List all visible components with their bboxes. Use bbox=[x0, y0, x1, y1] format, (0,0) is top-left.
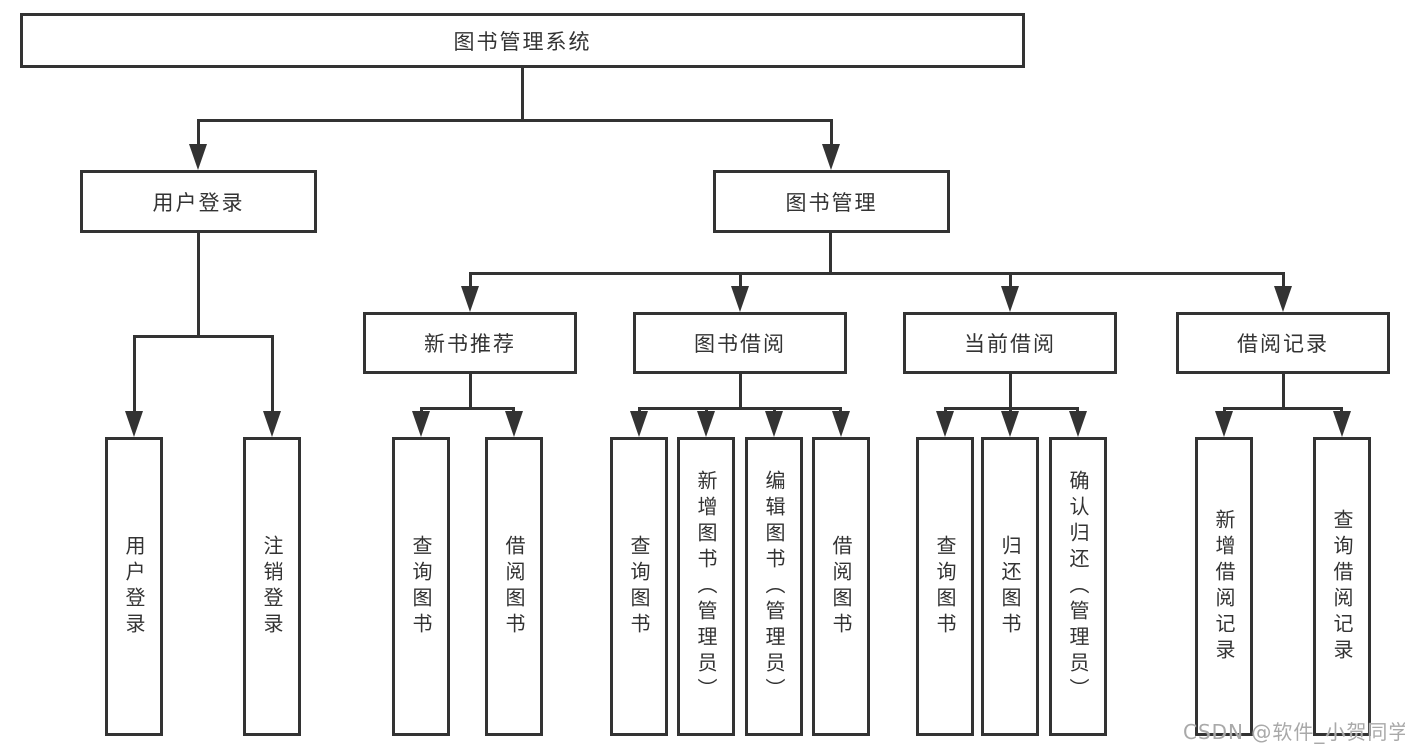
arrowhead-down bbox=[1069, 411, 1087, 437]
leaf-edit-books-admin: 编辑图书（管理员） bbox=[745, 437, 803, 736]
arrowhead-down bbox=[731, 286, 749, 312]
connector-line bbox=[133, 335, 136, 413]
connector-line bbox=[1282, 272, 1285, 288]
arrowhead-down bbox=[630, 411, 648, 437]
connector-line bbox=[197, 233, 200, 335]
arrowhead-down bbox=[1274, 286, 1292, 312]
connector-line bbox=[1282, 374, 1285, 410]
leaf-logout: 注销登录 bbox=[243, 437, 301, 736]
connector-line bbox=[705, 407, 708, 414]
node-new-book-recommend: 新书推荐 bbox=[363, 312, 577, 374]
arrowhead-down bbox=[1215, 411, 1233, 437]
connector-line bbox=[521, 68, 524, 119]
leaf-borrow-books-1: 借阅图书 bbox=[485, 437, 543, 736]
connector-line bbox=[944, 407, 947, 414]
arrowhead-down bbox=[1001, 286, 1019, 312]
connector-line bbox=[1223, 407, 1226, 414]
connector-line bbox=[1340, 407, 1343, 414]
connector-line bbox=[739, 272, 742, 288]
connector-line bbox=[469, 374, 472, 410]
arrowhead-down bbox=[822, 144, 840, 170]
leaf-confirm-return-admin: 确认归还（管理员） bbox=[1049, 437, 1107, 736]
node-current-borrowing-label: 当前借阅 bbox=[964, 332, 1056, 356]
csdn-watermark: CSDN @软件_小贺同学 bbox=[1183, 720, 1405, 744]
leaf-return-books-label: 归还图书 bbox=[998, 534, 1022, 639]
connector-line bbox=[197, 119, 200, 147]
connector-line bbox=[133, 335, 274, 338]
leaf-borrow-books-1-label: 借阅图书 bbox=[502, 534, 526, 639]
leaf-add-books-admin-label: 新增图书（管理员） bbox=[694, 469, 718, 704]
arrowhead-down bbox=[1333, 411, 1351, 437]
node-borrowing-records-label: 借阅记录 bbox=[1237, 332, 1329, 356]
leaf-logout-label: 注销登录 bbox=[260, 534, 284, 639]
connector-line bbox=[1009, 272, 1012, 288]
leaf-add-books-admin: 新增图书（管理员） bbox=[677, 437, 735, 736]
leaf-query-books-2: 查询图书 bbox=[610, 437, 668, 736]
arrowhead-down bbox=[412, 411, 430, 437]
leaf-user-login-label: 用户登录 bbox=[122, 534, 146, 639]
connector-line bbox=[830, 119, 833, 147]
leaf-query-books-3-label: 查询图书 bbox=[933, 534, 957, 639]
connector-line bbox=[420, 407, 515, 410]
leaf-query-books-2-label: 查询图书 bbox=[627, 534, 651, 639]
node-root: 图书管理系统 bbox=[20, 13, 1025, 68]
connector-line bbox=[1223, 407, 1343, 410]
connector-line bbox=[420, 407, 423, 414]
arrowhead-down bbox=[505, 411, 523, 437]
arrowhead-down bbox=[461, 286, 479, 312]
node-borrowing-records: 借阅记录 bbox=[1176, 312, 1390, 374]
leaf-confirm-return-admin-label: 确认归还（管理员） bbox=[1066, 469, 1090, 704]
connector-line bbox=[1076, 407, 1079, 414]
connector-line bbox=[739, 374, 742, 410]
leaf-borrow-books-2: 借阅图书 bbox=[812, 437, 870, 736]
connector-line bbox=[1009, 407, 1012, 414]
connector-line bbox=[469, 272, 1285, 275]
leaf-query-books-1-label: 查询图书 bbox=[409, 534, 433, 639]
arrowhead-down bbox=[263, 411, 281, 437]
leaf-user-login: 用户登录 bbox=[105, 437, 163, 736]
node-book-borrowing: 图书借阅 bbox=[633, 312, 847, 374]
node-book-borrowing-label: 图书借阅 bbox=[694, 332, 786, 356]
node-user-login: 用户登录 bbox=[80, 170, 317, 233]
node-book-management: 图书管理 bbox=[713, 170, 950, 233]
node-current-borrowing: 当前借阅 bbox=[903, 312, 1117, 374]
connector-line bbox=[512, 407, 515, 414]
leaf-query-books-1: 查询图书 bbox=[392, 437, 450, 736]
connector-line bbox=[773, 407, 776, 414]
node-root-label: 图书管理系统 bbox=[453, 29, 592, 54]
arrowhead-down bbox=[765, 411, 783, 437]
leaf-query-borrow-record: 查询借阅记录 bbox=[1313, 437, 1371, 736]
connector-line bbox=[271, 335, 274, 413]
leaf-add-borrow-record-label: 新增借阅记录 bbox=[1212, 508, 1236, 665]
leaf-edit-books-admin-label: 编辑图书（管理员） bbox=[762, 469, 786, 704]
connector-line bbox=[469, 272, 472, 288]
arrowhead-down bbox=[936, 411, 954, 437]
node-user-login-label: 用户登录 bbox=[152, 190, 245, 215]
arrowhead-down bbox=[189, 144, 207, 170]
node-new-book-recommend-label: 新书推荐 bbox=[424, 332, 516, 356]
arrowhead-down bbox=[1001, 411, 1019, 437]
leaf-return-books: 归还图书 bbox=[981, 437, 1039, 736]
leaf-borrow-books-2-label: 借阅图书 bbox=[829, 534, 853, 639]
connector-line bbox=[1009, 374, 1012, 410]
connector-line bbox=[638, 407, 842, 410]
leaf-query-borrow-record-label: 查询借阅记录 bbox=[1330, 508, 1354, 665]
leaf-add-borrow-record: 新增借阅记录 bbox=[1195, 437, 1253, 736]
leaf-query-books-3: 查询图书 bbox=[916, 437, 974, 736]
connector-line bbox=[197, 119, 833, 122]
connector-line bbox=[839, 407, 842, 414]
arrowhead-down bbox=[832, 411, 850, 437]
arrowhead-down bbox=[125, 411, 143, 437]
node-book-management-label: 图书管理 bbox=[785, 190, 878, 215]
connector-line bbox=[638, 407, 641, 414]
arrowhead-down bbox=[697, 411, 715, 437]
connector-line bbox=[829, 233, 832, 275]
